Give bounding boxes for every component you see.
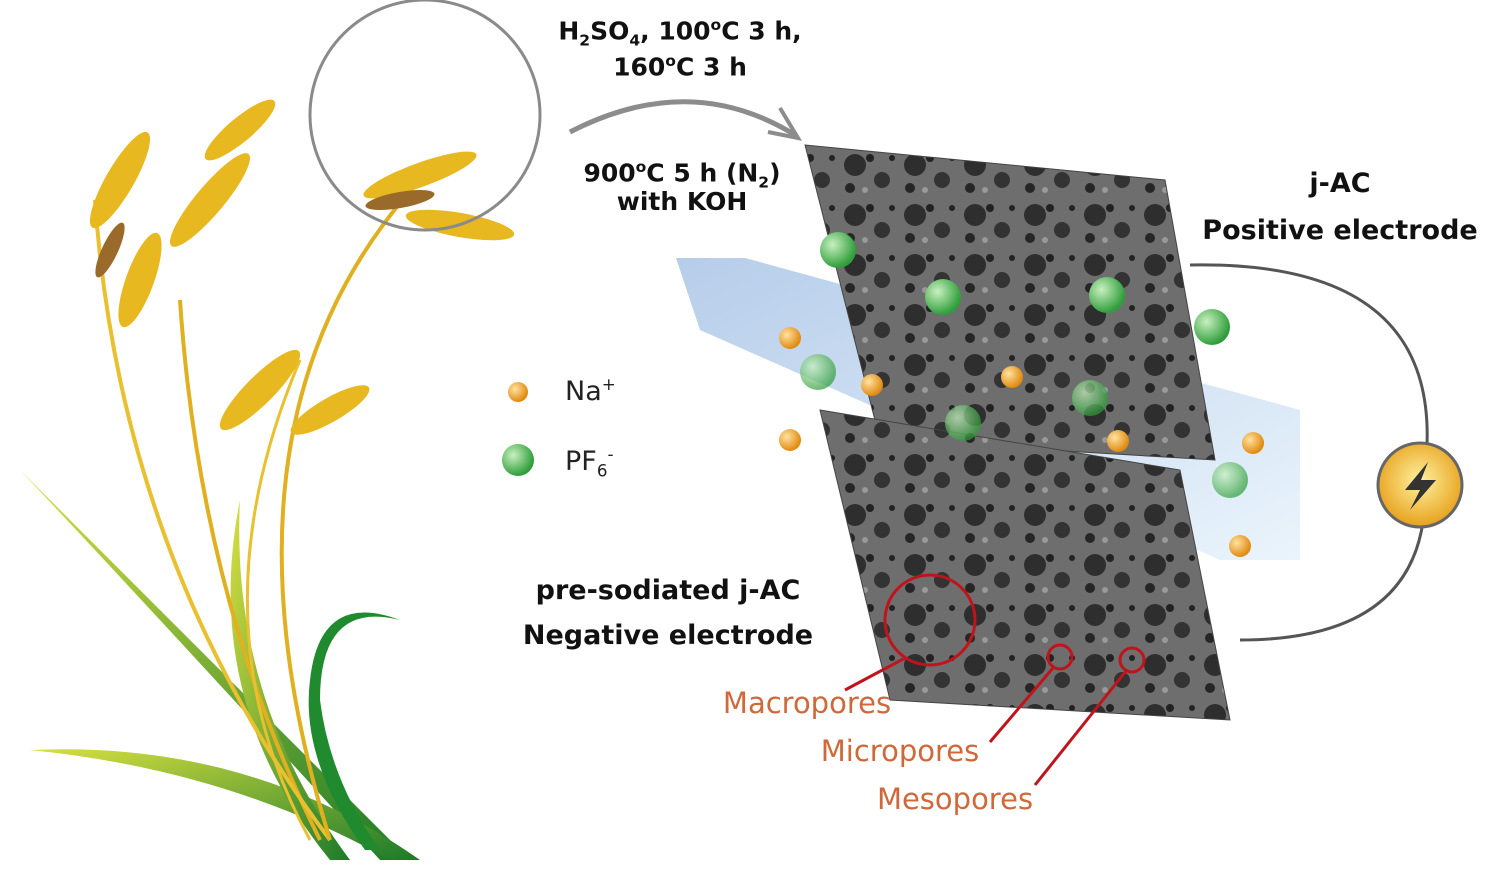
power-bolt-icon: [1376, 441, 1464, 529]
magnifier-circle: [308, 0, 542, 232]
mesopores-label: Mesopores: [876, 782, 1034, 816]
pf6-ion-legend-icon: [502, 444, 534, 476]
negative-electrode-title: pre-sodiated j-AC: [535, 575, 801, 606]
positive-electrode-label: Positive electrode: [1202, 215, 1478, 246]
legend-na: Na+: [565, 374, 616, 407]
condition-step1: H2SO4, 100oC 3 h,: [558, 16, 802, 50]
condition-step1-line2: 160oC 3 h: [613, 52, 747, 82]
na-ion-legend-icon: [508, 382, 528, 402]
positive-electrode: [804, 144, 1216, 461]
negative-electrode: [819, 409, 1231, 721]
positive-electrode-title: j-AC: [1309, 168, 1371, 199]
rice-plant-illustration: [20, 99, 515, 860]
arrow-head-icon: [767, 106, 803, 141]
circuit-wire: [1189, 263, 1429, 642]
ions: [779, 232, 1264, 557]
process-arrow: [568, 99, 797, 138]
condition-step2: 900oC 5 h (N2): [583, 158, 781, 192]
negative-electrode-label: Negative electrode: [522, 620, 814, 651]
macropores-label: Macropores: [722, 686, 892, 720]
condition-step2-line2: with KOH: [616, 187, 748, 216]
legend-pf6: PF6-: [565, 444, 614, 481]
pore-callouts: [844, 573, 1146, 786]
micropores-label: Micropores: [820, 734, 980, 768]
